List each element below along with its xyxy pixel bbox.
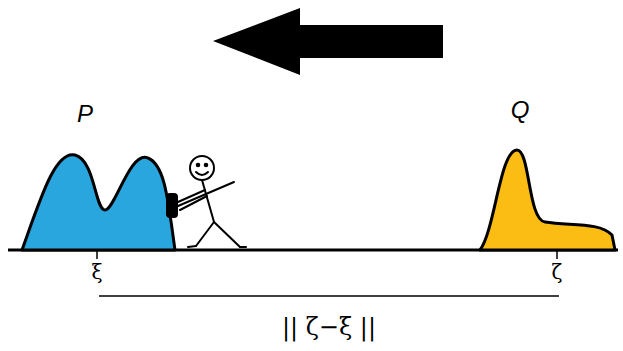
distribution-p: P xyxy=(18,100,180,250)
stick-figure xyxy=(178,156,246,247)
distribution-name: P xyxy=(77,102,93,126)
distribution-name: Q xyxy=(511,98,530,122)
push-handle xyxy=(166,193,178,218)
distance-label: || ζ−ξ || xyxy=(282,315,376,339)
distance-line xyxy=(99,295,559,297)
tick-label: ξ xyxy=(91,262,102,282)
distribution-shape xyxy=(475,95,620,250)
direction-arrow xyxy=(213,8,443,75)
distribution-outline xyxy=(480,150,615,250)
distribution-shape xyxy=(18,100,180,250)
distribution-outline xyxy=(22,155,175,250)
distribution-q: Q xyxy=(475,95,620,250)
tick-label: ζ xyxy=(552,262,563,282)
